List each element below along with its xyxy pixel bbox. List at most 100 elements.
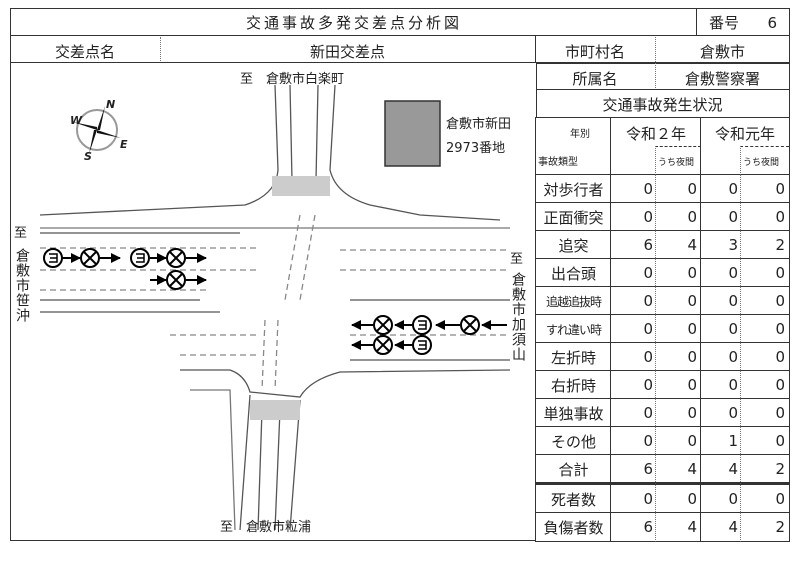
municipality-value: 倉敷市	[699, 43, 745, 61]
row-value: 0	[740, 484, 790, 514]
row-value: 0	[610, 426, 657, 456]
crosswalk-north	[272, 176, 330, 196]
row-value: 0	[700, 342, 742, 372]
row-value: 6	[610, 230, 657, 260]
collision-symbol-icon	[460, 315, 480, 335]
station-label: 所属名	[572, 70, 618, 88]
row-label: 追越追抜時	[535, 286, 612, 316]
municipality-row	[535, 35, 790, 64]
row-value: 2	[740, 512, 790, 542]
row-value: 0	[740, 258, 790, 288]
collision-symbol-icon	[166, 248, 186, 268]
compass-n: N	[106, 98, 116, 111]
row-value: 0	[700, 484, 742, 514]
west-direction-label: 倉敷市笹沖	[14, 248, 30, 323]
row-label: 対歩行者	[535, 174, 612, 204]
row-value: 0	[610, 258, 657, 288]
west-to-label: 至	[14, 226, 28, 241]
row-value: 0	[700, 202, 742, 232]
row-value: 6	[610, 512, 657, 542]
intersection-map	[10, 62, 537, 541]
row-label: 左折時	[535, 342, 612, 372]
divider	[655, 37, 656, 90]
row-value: 0	[610, 484, 657, 514]
row-label: 出合頭	[535, 258, 612, 288]
crosswalk-south	[250, 400, 300, 420]
row-value: 4	[700, 454, 742, 484]
row-value: 0	[655, 398, 702, 428]
row-value: 1	[700, 426, 742, 456]
stats-title: 交通事故発生状況	[535, 89, 790, 119]
row-value: 4	[655, 230, 702, 260]
row-value: 2	[740, 454, 790, 484]
accident-arrows	[62, 253, 507, 350]
location-marker	[384, 100, 441, 167]
row-value: 0	[655, 202, 702, 232]
row-value: 0	[740, 370, 790, 400]
row-label: 負傷者数	[535, 512, 612, 542]
row-value: 0	[740, 174, 790, 204]
row-value: 0	[610, 314, 657, 344]
row-value: 0	[740, 342, 790, 372]
intersection-label: 交差点名	[54, 43, 115, 61]
row-value: 0	[610, 342, 657, 372]
row-value: 0	[610, 286, 657, 316]
collision-symbol-icon	[373, 335, 393, 355]
row-value: 0	[700, 370, 742, 400]
vehicle-symbol-icon	[130, 248, 150, 268]
year-label: 年別	[570, 129, 590, 140]
compass-w: W	[70, 114, 83, 127]
address-line2: 2973番地	[446, 141, 506, 156]
row-value: 0	[700, 174, 742, 204]
compass-s: S	[84, 150, 92, 163]
row-value: 0	[655, 484, 702, 514]
row-value: 0	[655, 286, 702, 316]
intersection-name: 新田交差点	[309, 43, 385, 61]
row-value: 3	[700, 230, 742, 260]
row-value: 0	[740, 286, 790, 316]
night-label: うち夜間	[658, 158, 695, 168]
vehicle-symbol-icon	[412, 315, 432, 335]
vehicle-symbol-icon	[43, 248, 63, 268]
row-value: 0	[610, 174, 657, 204]
row-value: 0	[610, 202, 657, 232]
municipality-label: 市町村名	[564, 43, 625, 61]
row-value: 0	[700, 286, 742, 316]
row-value: 0	[610, 370, 657, 400]
row-value: 0	[740, 426, 790, 456]
east-direction-label: 倉敷市加須山	[510, 272, 526, 362]
row-value: 4	[700, 512, 742, 542]
row-label: 右折時	[535, 370, 612, 400]
row-value: 0	[610, 398, 657, 428]
station-value: 倉敷警察署	[684, 70, 760, 88]
row-value: 0	[740, 314, 790, 344]
row-value: 0	[655, 370, 702, 400]
row-label: 単独事故	[535, 398, 612, 428]
number-value: 6	[767, 13, 777, 32]
north-direction-label: 至 倉敷市白楽町	[240, 72, 345, 87]
south-direction-label: 至 倉敷市粒浦	[220, 520, 312, 535]
east-to-label: 至	[510, 252, 524, 267]
number-label: 番号	[709, 14, 740, 32]
row-value: 0	[700, 314, 742, 344]
row-label: すれ違い時	[535, 314, 612, 344]
divider	[160, 37, 161, 63]
row-label: 死者数	[535, 484, 612, 514]
row-value: 4	[655, 454, 702, 484]
row-value: 4	[655, 512, 702, 542]
row-label: 正面衝突	[535, 202, 612, 232]
vehicle-symbol-icon	[412, 335, 432, 355]
document-title: 交通事故多発交差点分析図	[10, 8, 698, 37]
row-value: 0	[655, 342, 702, 372]
address-line1: 倉敷市新田	[446, 117, 512, 132]
night-label: うち夜間	[743, 158, 780, 168]
row-value: 0	[700, 258, 742, 288]
compass-icon	[73, 106, 121, 154]
type-label: 事故類型	[538, 157, 578, 168]
collision-symbol-icon	[80, 248, 100, 268]
row-value: 0	[740, 202, 790, 232]
row-value: 0	[655, 258, 702, 288]
row-value: 0	[655, 426, 702, 456]
row-label: 追突	[535, 230, 612, 260]
